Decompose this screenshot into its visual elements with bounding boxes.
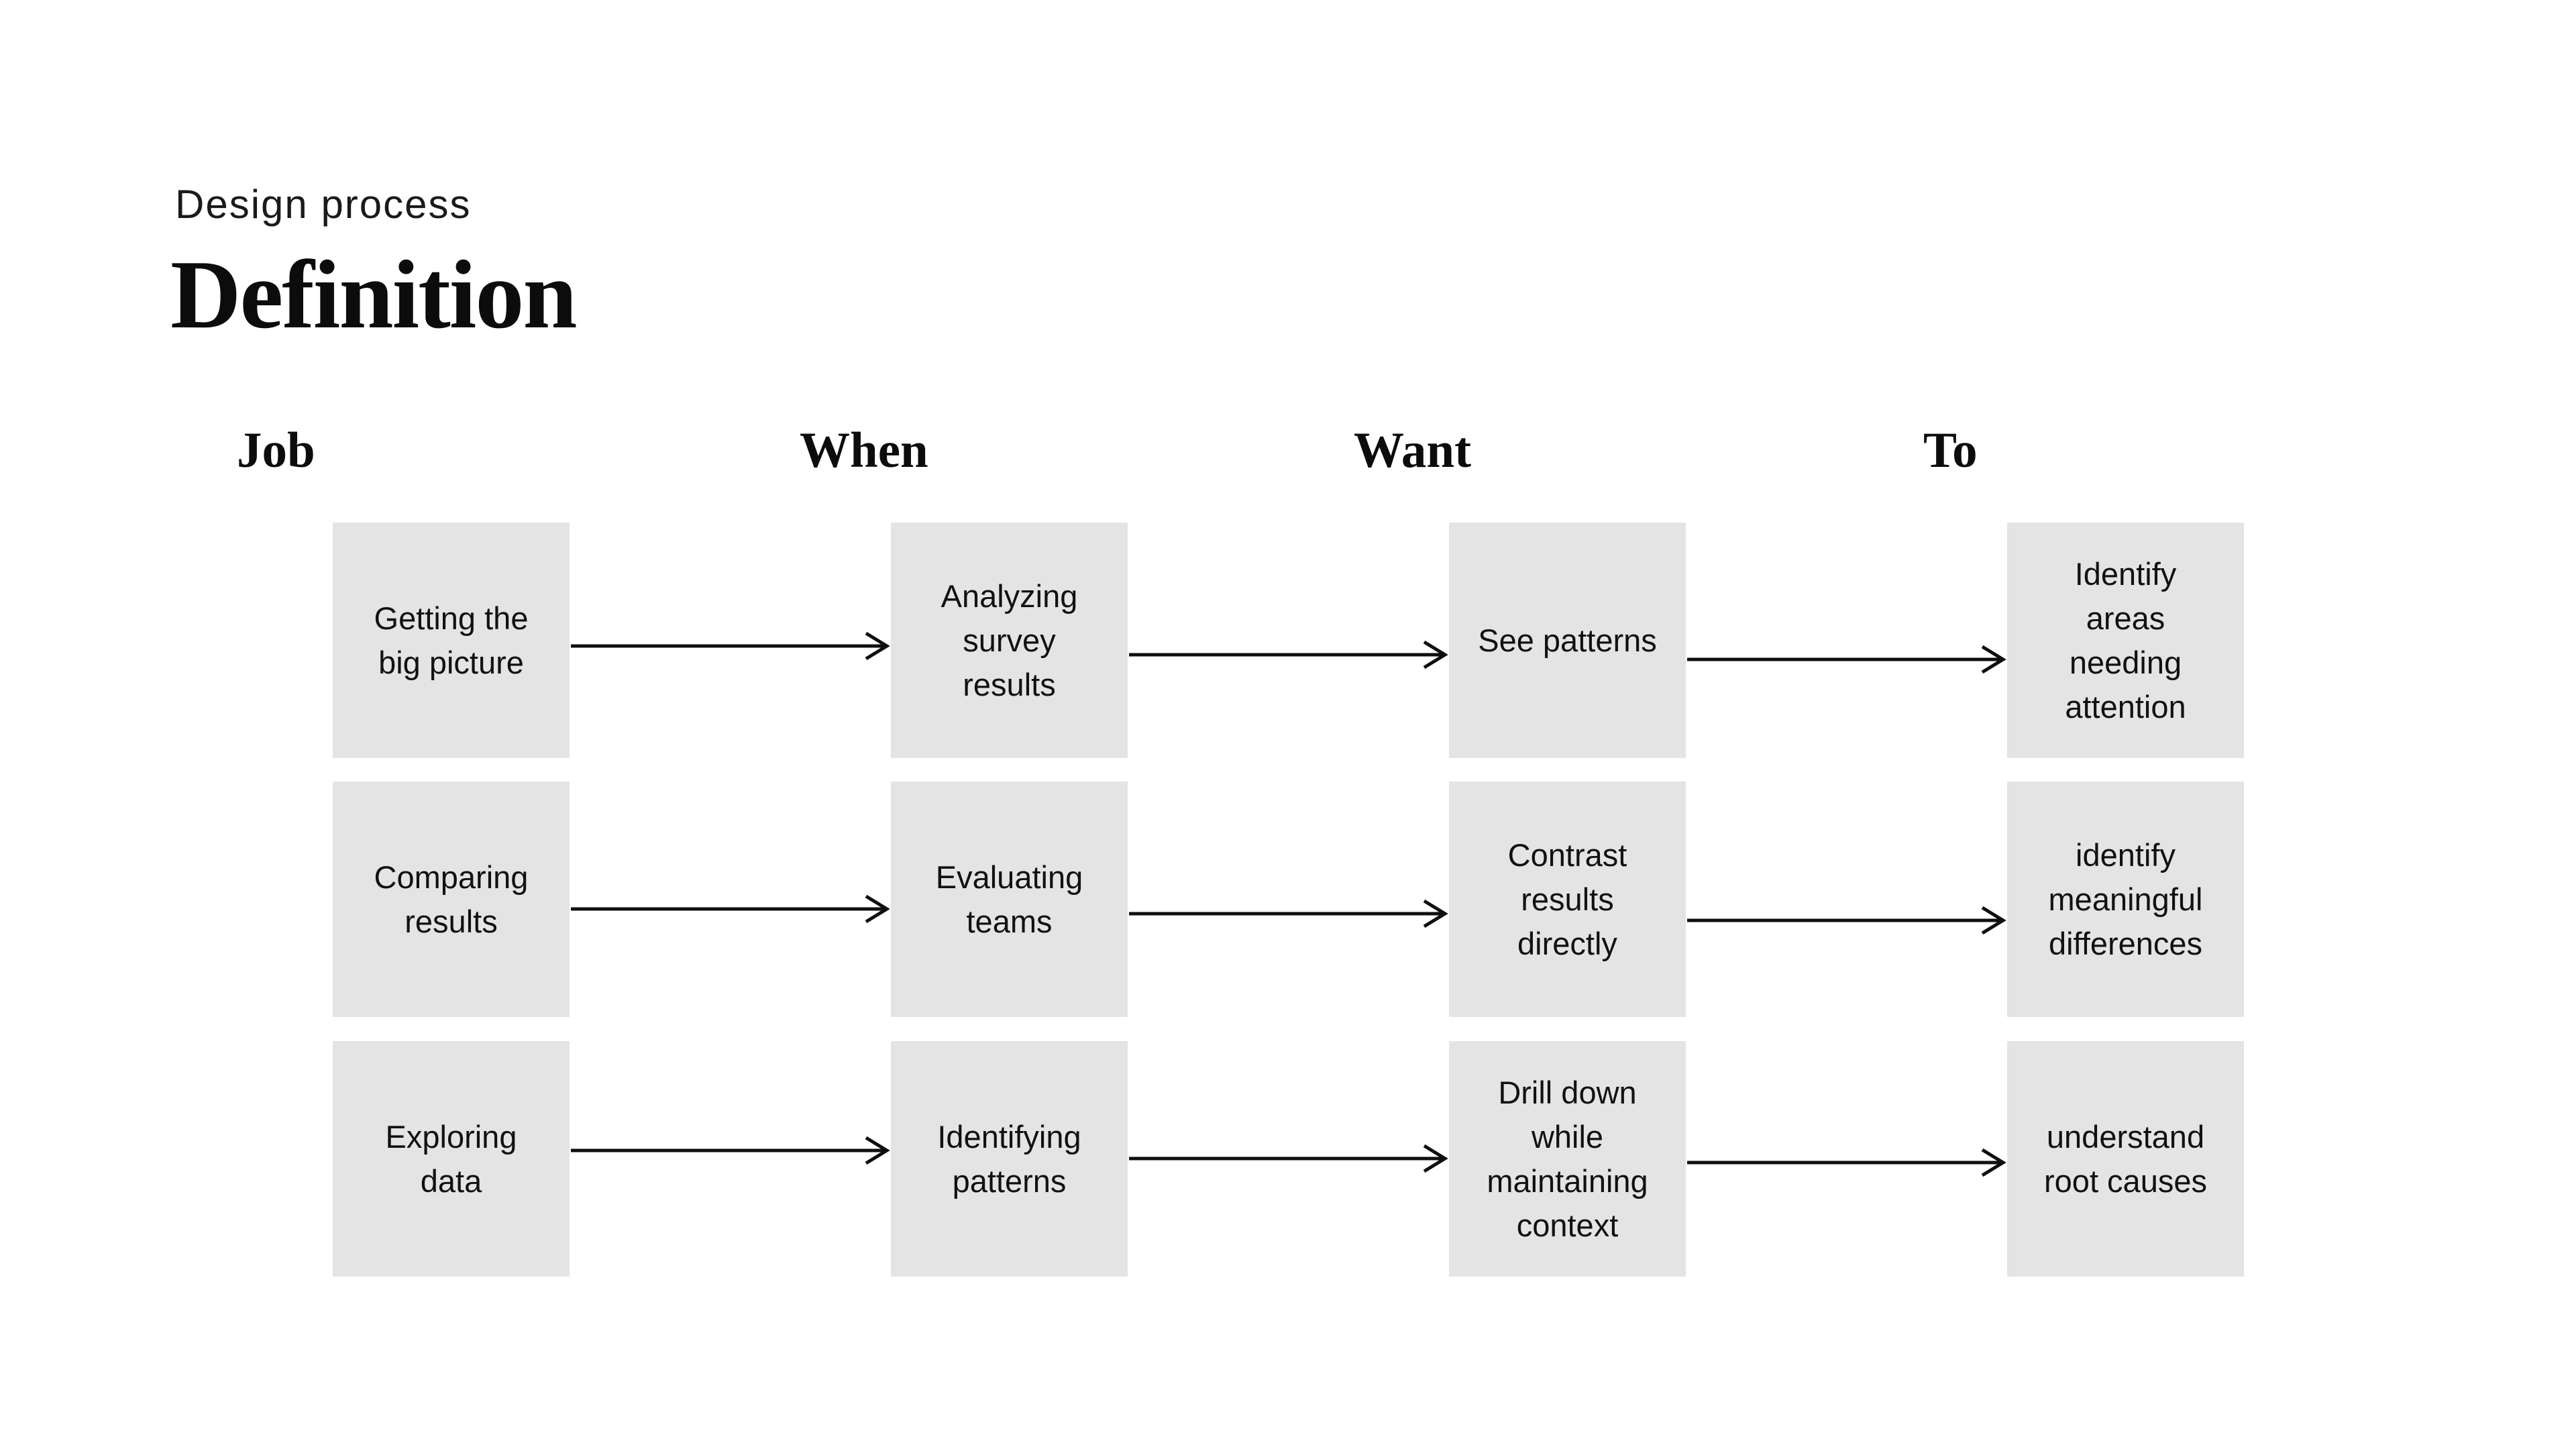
node-label: understand root causes (2044, 1118, 2207, 1199)
node-job-3: Exploring data (333, 1041, 570, 1277)
node-to-2: identify meaningful differences (2007, 782, 2244, 1017)
node-job-1: Getting the big picture (333, 523, 570, 758)
page-title: Definition (170, 240, 578, 349)
node-label: Identifying patterns (937, 1118, 1081, 1199)
node-job-2: Comparing results (333, 782, 570, 1017)
column-header-when: When (800, 423, 928, 478)
node-label: See patterns (1478, 622, 1657, 658)
column-header-want: Want (1354, 423, 1472, 478)
flow-arrow (1129, 640, 1448, 669)
flow-arrow (1129, 899, 1448, 928)
node-label: Analyzing survey results (941, 578, 1078, 702)
node-label: Exploring data (385, 1118, 517, 1199)
node-to-3: understand root causes (2007, 1041, 2244, 1277)
flow-arrow (1687, 645, 2006, 674)
column-header-job: Job (237, 423, 315, 478)
flow-arrow (571, 631, 890, 661)
node-want-3: Drill down while maintaining context (1449, 1041, 1686, 1277)
flow-arrow (571, 894, 890, 924)
node-to-1: Identify areas needing attention (2007, 523, 2244, 758)
node-label: Drill down while maintaining context (1487, 1074, 1648, 1243)
node-want-2: Contrast results directly (1449, 782, 1686, 1017)
node-label: identify meaningful differences (2048, 837, 2203, 961)
node-when-3: Identifying patterns (891, 1041, 1128, 1277)
flow-arrow (1687, 1148, 2006, 1177)
node-label: Contrast results directly (1507, 837, 1627, 961)
flow-arrow (1687, 906, 2006, 935)
flow-arrow (571, 1136, 890, 1165)
node-when-1: Analyzing survey results (891, 523, 1128, 758)
node-label: Comparing results (374, 859, 529, 939)
column-header-to: To (1923, 423, 1978, 478)
node-label: Identify areas needing attention (2065, 555, 2186, 724)
flow-arrow (1129, 1144, 1448, 1173)
node-want-1: See patterns (1449, 523, 1686, 758)
node-label: Evaluating teams (935, 859, 1083, 939)
node-label: Getting the big picture (374, 600, 529, 680)
slide-kicker: Design process (175, 182, 472, 227)
node-when-2: Evaluating teams (891, 782, 1128, 1017)
